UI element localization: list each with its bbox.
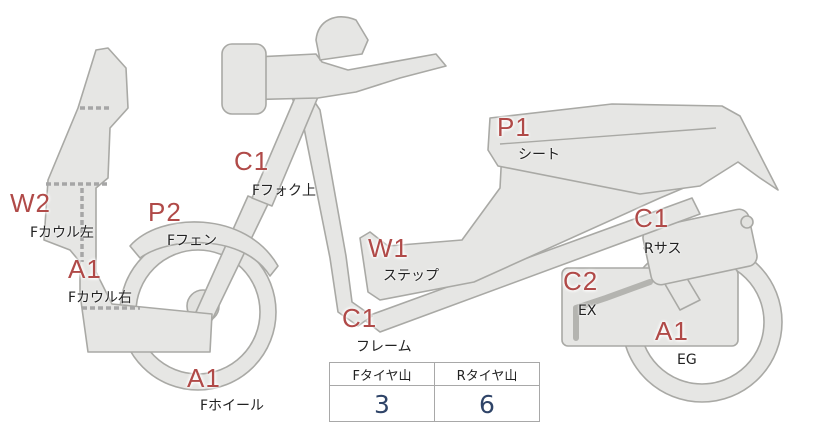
rear-air-box — [642, 208, 758, 286]
tread-table-value-row: 3 6 — [330, 386, 539, 422]
rear-tire-tread-value: 6 — [434, 386, 539, 422]
callout-code-front-wheel: A1 — [187, 363, 221, 393]
headlight — [221, 43, 267, 115]
tread-table-header-row: Fタイヤ山 Rタイヤ山 — [330, 363, 539, 386]
callout-label-fender: Fフェン — [167, 233, 218, 249]
front-tire-tread-value: 3 — [374, 389, 390, 419]
callout-label-cowl-right: Fカウル右 — [68, 290, 133, 306]
callout-label-exhaust: EX — [578, 303, 597, 319]
front-fender — [129, 221, 279, 277]
callout-code-fender: P2 — [148, 197, 182, 227]
callout-code-engine: A1 — [655, 316, 689, 346]
handlebar — [235, 53, 447, 101]
callout-code-cowl-left: W2 — [10, 188, 51, 218]
callout-code-seat: P1 — [497, 112, 531, 142]
front-cowl — [43, 47, 213, 353]
front-tire-tread-header: Fタイヤ山 — [352, 368, 412, 384]
callout-label-fork-upper: Fフォク上 — [252, 183, 317, 199]
callout-label-front-wheel: Fホイール — [200, 398, 265, 414]
callout-code-frame: C1 — [342, 303, 378, 333]
callout-code-step: W1 — [368, 233, 409, 263]
rear-shock — [642, 208, 758, 311]
callout-label-step: ステップ — [383, 268, 439, 284]
callout-code-fork-upper: C1 — [234, 146, 270, 176]
seat-seam — [499, 127, 717, 145]
frame-rail-lower — [361, 197, 701, 333]
headlight-assembly — [221, 16, 447, 115]
seat — [487, 103, 779, 195]
callout-code-exhaust: C2 — [563, 266, 599, 296]
callout-code-cowl-right: A1 — [68, 254, 102, 284]
mirror — [315, 16, 369, 61]
tire-tread-table: Fタイヤ山 Rタイヤ山 3 6 — [329, 362, 540, 422]
callout-label-frame: フレーム — [356, 339, 412, 355]
callout-label-rear-shock: Rサス — [644, 241, 682, 257]
callout-code-rear-shock: C1 — [634, 203, 670, 233]
callout-label-cowl-left: Fカウル左 — [30, 225, 95, 241]
exhaust-pipe — [573, 279, 653, 341]
callout-label-engine: EG — [677, 352, 697, 368]
callout-label-seat: シート — [518, 147, 560, 163]
rear-shock-mount — [740, 215, 754, 229]
rear-tire-tread-header: Rタイヤ山 — [434, 363, 539, 385]
